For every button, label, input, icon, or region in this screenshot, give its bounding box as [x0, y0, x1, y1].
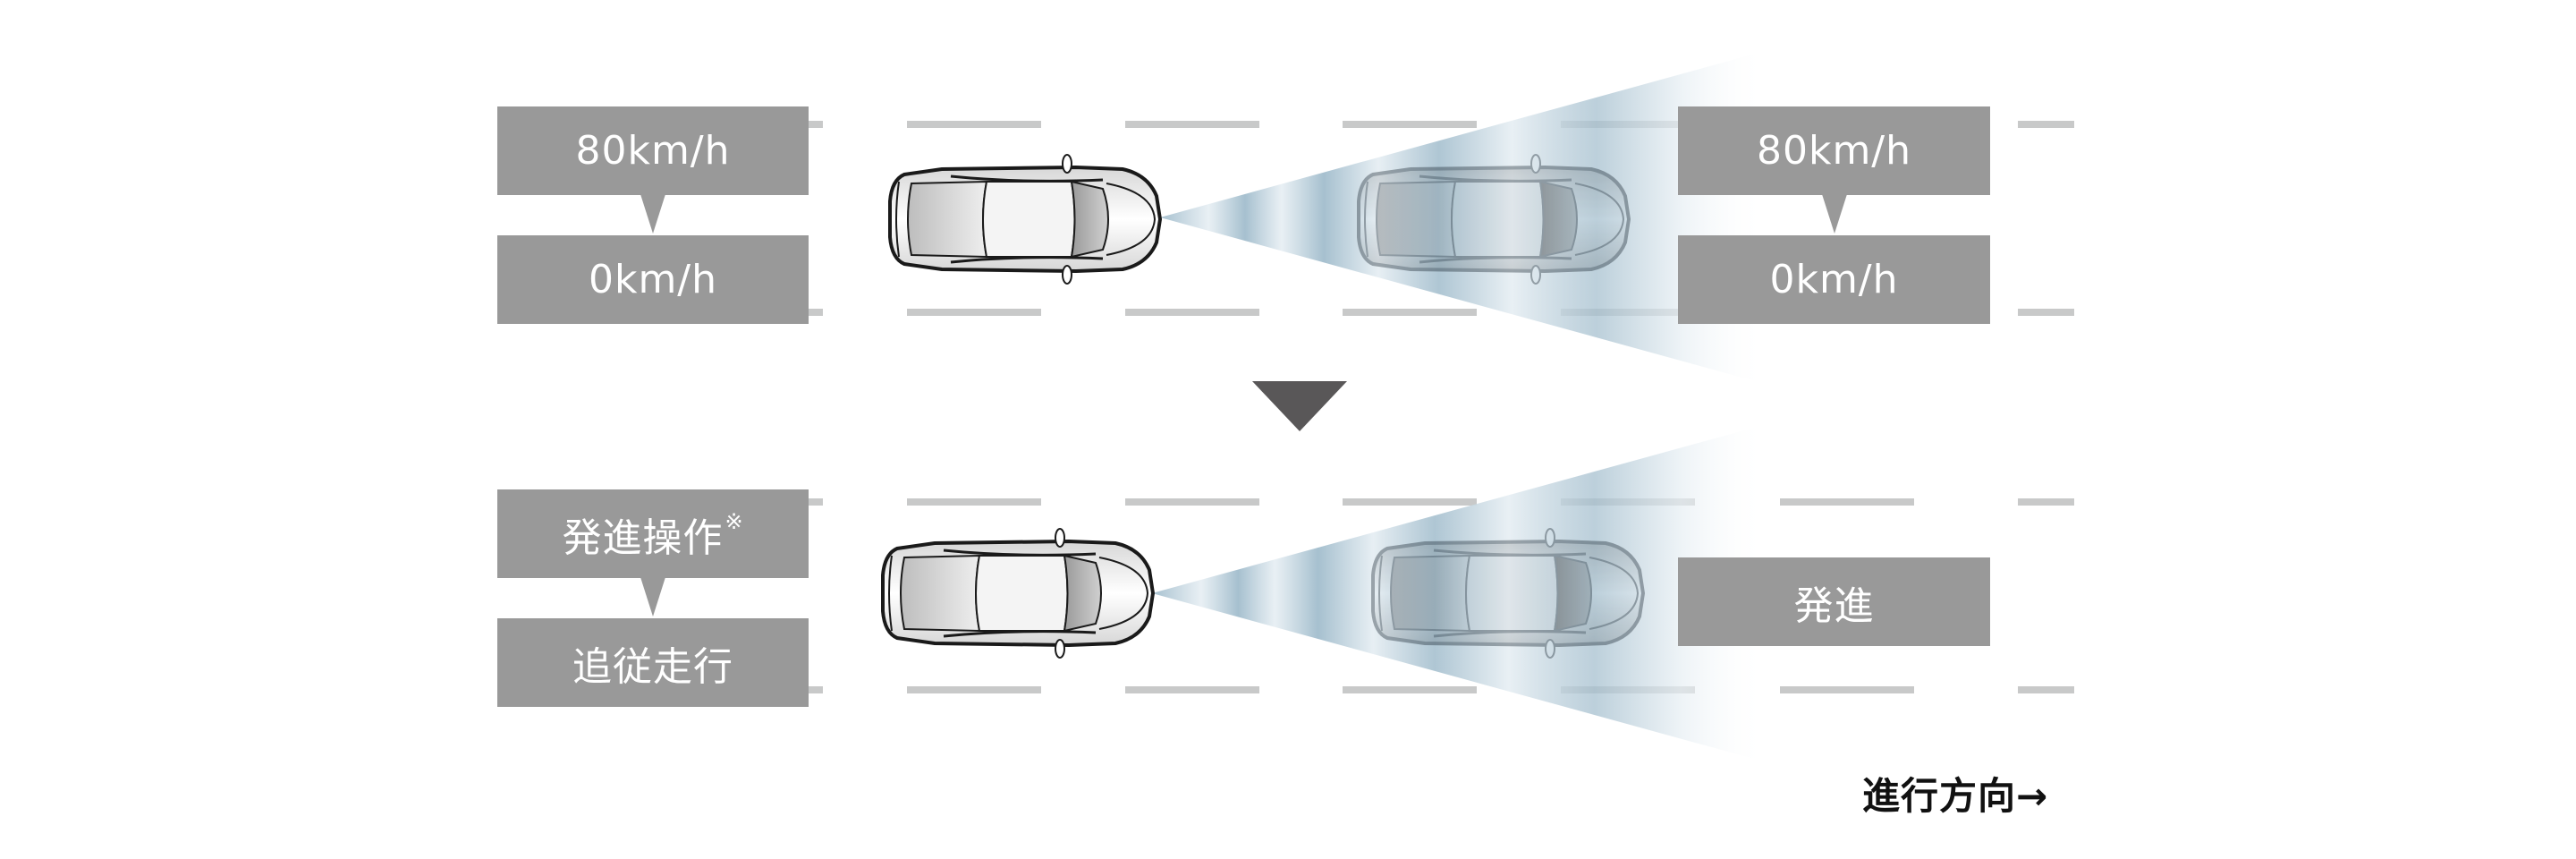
lane-dash: [907, 121, 1041, 128]
lane-dash: [1780, 686, 1914, 693]
lead-car-speed-after: 0km/h: [1678, 235, 1990, 324]
own-car-speed-before: 80km/h: [497, 106, 809, 195]
own-car-icon: [881, 527, 1155, 659]
lane-dash: [1343, 309, 1477, 316]
lane-dash: [907, 686, 1041, 693]
lead-car-action: 発進: [1678, 557, 1990, 646]
lead-car-speed-before-text: 80km/h: [1756, 128, 1912, 174]
lead-car-change-pointer-icon: [1822, 194, 1847, 234]
lane-dash: [2018, 498, 2074, 506]
lane-dash: [1343, 498, 1477, 506]
lead-car-icon: [1357, 153, 1631, 285]
own-car-icon: [888, 153, 1162, 285]
lead-car-speed-before: 80km/h: [1678, 106, 1990, 195]
own-car-speed-before-text: 80km/h: [575, 128, 731, 174]
lane-dash: [2018, 121, 2074, 128]
own-car-change-pointer-icon: [640, 194, 665, 234]
lead-car-icon: [1371, 527, 1645, 659]
travel-direction-label: 進行方向→: [1862, 774, 2049, 818]
own-car-action-pointer-icon: [640, 577, 665, 617]
own-car-action-after: 追従走行: [497, 618, 809, 707]
lane-dash: [2018, 686, 2074, 693]
lane-dash: [1125, 498, 1259, 506]
lane-dash: [1125, 309, 1259, 316]
radar-beams: [1152, 50, 1767, 762]
lane-dash: [1125, 686, 1259, 693]
own-car-action-after-text: 追従走行: [572, 643, 733, 690]
down-triangle-icon: [1252, 381, 1347, 431]
own-car-speed-after-text: 0km/h: [588, 257, 718, 302]
own-car-action-before: 発進操作※: [497, 489, 809, 578]
lane-dash: [1780, 498, 1914, 506]
own-car-action-before-text: 発進操作: [562, 515, 724, 561]
lane-dash: [1343, 686, 1477, 693]
lane-dash: [1343, 121, 1477, 128]
lane-dash: [907, 498, 1041, 506]
lead-car-speed-after-text: 0km/h: [1769, 257, 1899, 302]
lead-car-action-text: 発進: [1793, 583, 1875, 629]
lane-dash: [907, 309, 1041, 316]
footnote-mark: ※: [724, 508, 744, 534]
own-car-speed-after: 0km/h: [497, 235, 809, 324]
lane-dash: [2018, 309, 2074, 316]
lane-dash: [1125, 121, 1259, 128]
